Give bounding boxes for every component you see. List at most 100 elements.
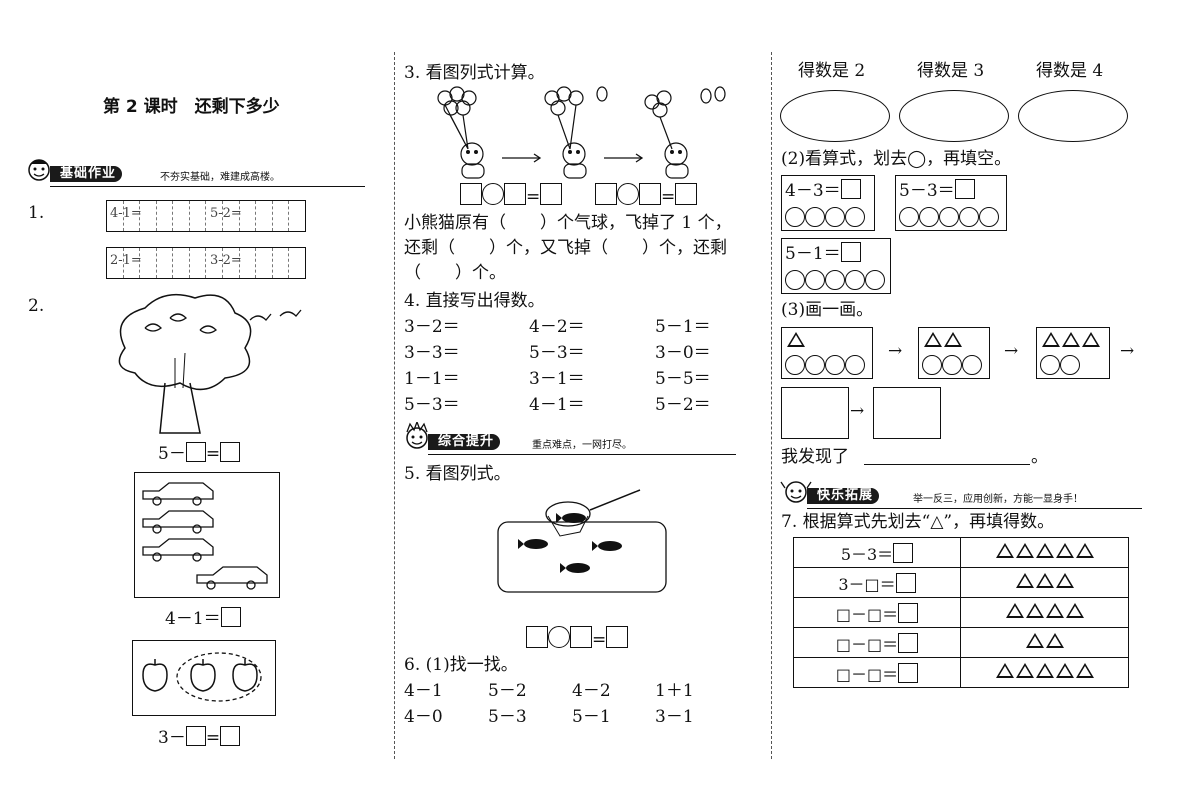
equation-text: 5－1＝ [785,244,841,264]
q4-item: 4－2＝ [529,317,585,337]
answer-box[interactable] [639,183,661,205]
cross-out-box: 4－3＝ [781,175,875,231]
operator-circle[interactable] [617,183,639,205]
q2-number: 2. [28,296,45,316]
pattern-box [1036,327,1110,379]
answer-box[interactable] [185,726,206,746]
answer-box[interactable] [220,442,241,462]
equation-cell: □－□＝ [793,597,961,628]
ellipse-label: 得数是 4 [1036,61,1104,81]
answer-box[interactable] [898,632,919,653]
triangle-cell[interactable] [960,627,1129,658]
discover-answer-line[interactable] [864,464,1030,465]
discover-period: 。 [1031,447,1048,467]
section-header-extend: 快乐拓展 举一反三，应用创新，方能一显身手！ [777,481,1142,509]
draw-box[interactable] [873,387,941,439]
table-row: 5－3＝ [793,537,1129,568]
operator-circle[interactable] [548,626,570,648]
answer-box[interactable] [840,242,861,262]
answer-box[interactable] [220,726,241,746]
arrow-icon: → [1120,341,1135,361]
q4-item: 1－1＝ [404,369,460,389]
column-divider [394,52,395,759]
triangle-cell[interactable] [960,657,1129,688]
answer-box[interactable] [898,662,919,683]
q4-item: 3－0＝ [655,343,711,363]
q7-table: 5－3＝ 3－□＝ □－□＝ □－□＝ □－□＝ [793,537,1129,688]
ellipse-label: 得数是 3 [917,61,985,81]
q6-item: 5－1 [572,707,611,727]
answer-box[interactable] [460,183,482,205]
q6-item: 4－2 [572,681,611,701]
answer-box[interactable] [893,542,914,563]
apples-picture-frame [132,640,276,716]
answer-ellipse[interactable] [1018,90,1128,142]
draw-box[interactable] [781,387,849,439]
answer-ellipse[interactable] [899,90,1009,142]
cross-out-box: 5－3＝ [895,175,1007,231]
q3-title: 3. 看图列式计算。 [404,63,545,83]
q4-item: 3－1＝ [529,369,585,389]
answer-box[interactable] [895,572,916,593]
section-label: 基础作业 [50,166,123,182]
q3-text: 还剩（ ）个，又飞掉（ ）个，还剩 [404,238,727,258]
q4-item: 5－3＝ [404,395,460,415]
answer-box[interactable] [606,626,629,648]
answer-box[interactable] [898,602,919,623]
equation-cell: □－□＝ [793,657,961,688]
answer-box[interactable] [540,183,563,205]
boy-mascot-icon [28,159,50,181]
q3-text: （ ）个。 [404,263,506,283]
q6-item: 4－0 [404,707,443,727]
q7-title: 7. 根据算式先划去“△”，再填得数。 [781,512,1055,532]
answer-box[interactable] [185,442,206,462]
triangle-cell[interactable] [960,597,1129,628]
apples-equation: 3－= [158,726,241,749]
page-title: 第 2 课时 还剩下多少 [103,97,280,117]
table-row: □－□＝ [793,597,1129,628]
section-header-improve: 综合提升 重点难点，一网打尽。 [398,422,738,455]
q6-item: 4－1 [404,681,443,701]
section-header-basic: 基础作业 不夯实基础，难建成高楼。 [20,159,365,187]
q3-equation-1: = [460,183,563,208]
answer-box[interactable] [504,183,526,205]
operator-circle[interactable] [482,183,504,205]
q3-text: 小熊猫原有（ ）个气球，飞掉了 1 个， [404,213,732,233]
triangle-cell[interactable] [960,537,1129,568]
tree-equation: 5－= [158,442,241,465]
writing-grid [106,200,306,232]
arrow-icon: → [1004,341,1019,361]
q4-item: 5－3＝ [529,343,585,363]
answer-box[interactable] [840,179,861,199]
q3-equation-2: = [595,183,698,208]
answer-box[interactable] [526,626,548,648]
section-label: 综合提升 [428,434,501,450]
boy-mascot-icon [780,481,812,503]
triangle-cell[interactable] [960,567,1129,598]
p3-title: (3)画一画。 [781,300,874,320]
answer-box[interactable] [675,183,698,205]
answer-box[interactable] [595,183,617,205]
answer-ellipse[interactable] [780,90,890,142]
q4-title: 4. 直接写出得数。 [404,291,545,311]
grid-expression: 5-2= [210,206,242,221]
equation-text: 5－ [158,444,186,464]
writing-grid [106,247,306,279]
answer-box[interactable] [220,607,241,627]
ellipse-label: 得数是 2 [798,61,866,81]
q4-item: 3－2＝ [404,317,460,337]
section-subtitle: 举一反三，应用创新，方能一显身手！ [913,494,1083,505]
answer-box[interactable] [954,179,975,199]
apples-illustration [142,652,262,702]
q4-item: 5－5＝ [655,369,711,389]
cross-out-box: 5－1＝ [781,238,891,294]
discover-label: 我发现了 [781,447,849,467]
q4-item: 5－1＝ [655,317,711,337]
answer-box[interactable] [570,626,592,648]
q6-item: 5－3 [488,707,527,727]
cars-picture-frame [134,472,280,598]
q6-title: 6. (1)找一找。 [404,655,518,675]
grid-expression: 3-2= [210,253,242,268]
section-label: 快乐拓展 [807,488,880,504]
q1-number: 1. [28,203,45,223]
